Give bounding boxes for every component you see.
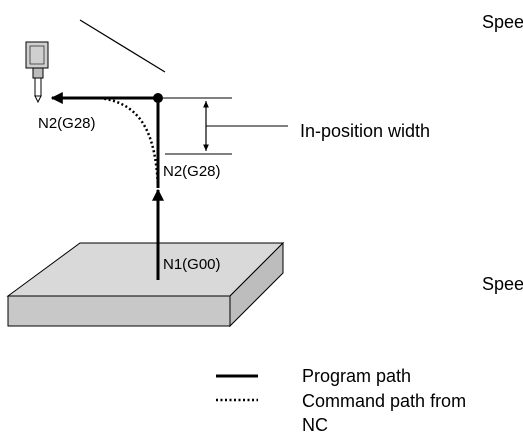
legend-program-path-label: Program path: [302, 366, 411, 386]
workpiece-block: [6, 241, 285, 328]
n2-g28-horizontal-label: N2(G28): [38, 115, 96, 132]
legend: Program path Command path from NC: [216, 366, 466, 435]
legend-command-path-label-nc: NC: [302, 415, 328, 435]
in-position-width-label: In-position width: [300, 121, 430, 141]
legend-command-path-label: Command path from: [302, 391, 466, 411]
top-diagonal-line: [79, 19, 166, 73]
n1-g00-label: N1(G00): [163, 256, 221, 273]
in-position-dimension: [158, 97, 288, 155]
command-path-curve: [97, 96, 160, 189]
speed-label-top: Spee: [482, 12, 523, 32]
speed-label-bottom: Spee: [482, 274, 523, 294]
n2-g28-vertical-label: N2(G28): [163, 163, 221, 180]
machine-tool-icon: [25, 41, 49, 104]
